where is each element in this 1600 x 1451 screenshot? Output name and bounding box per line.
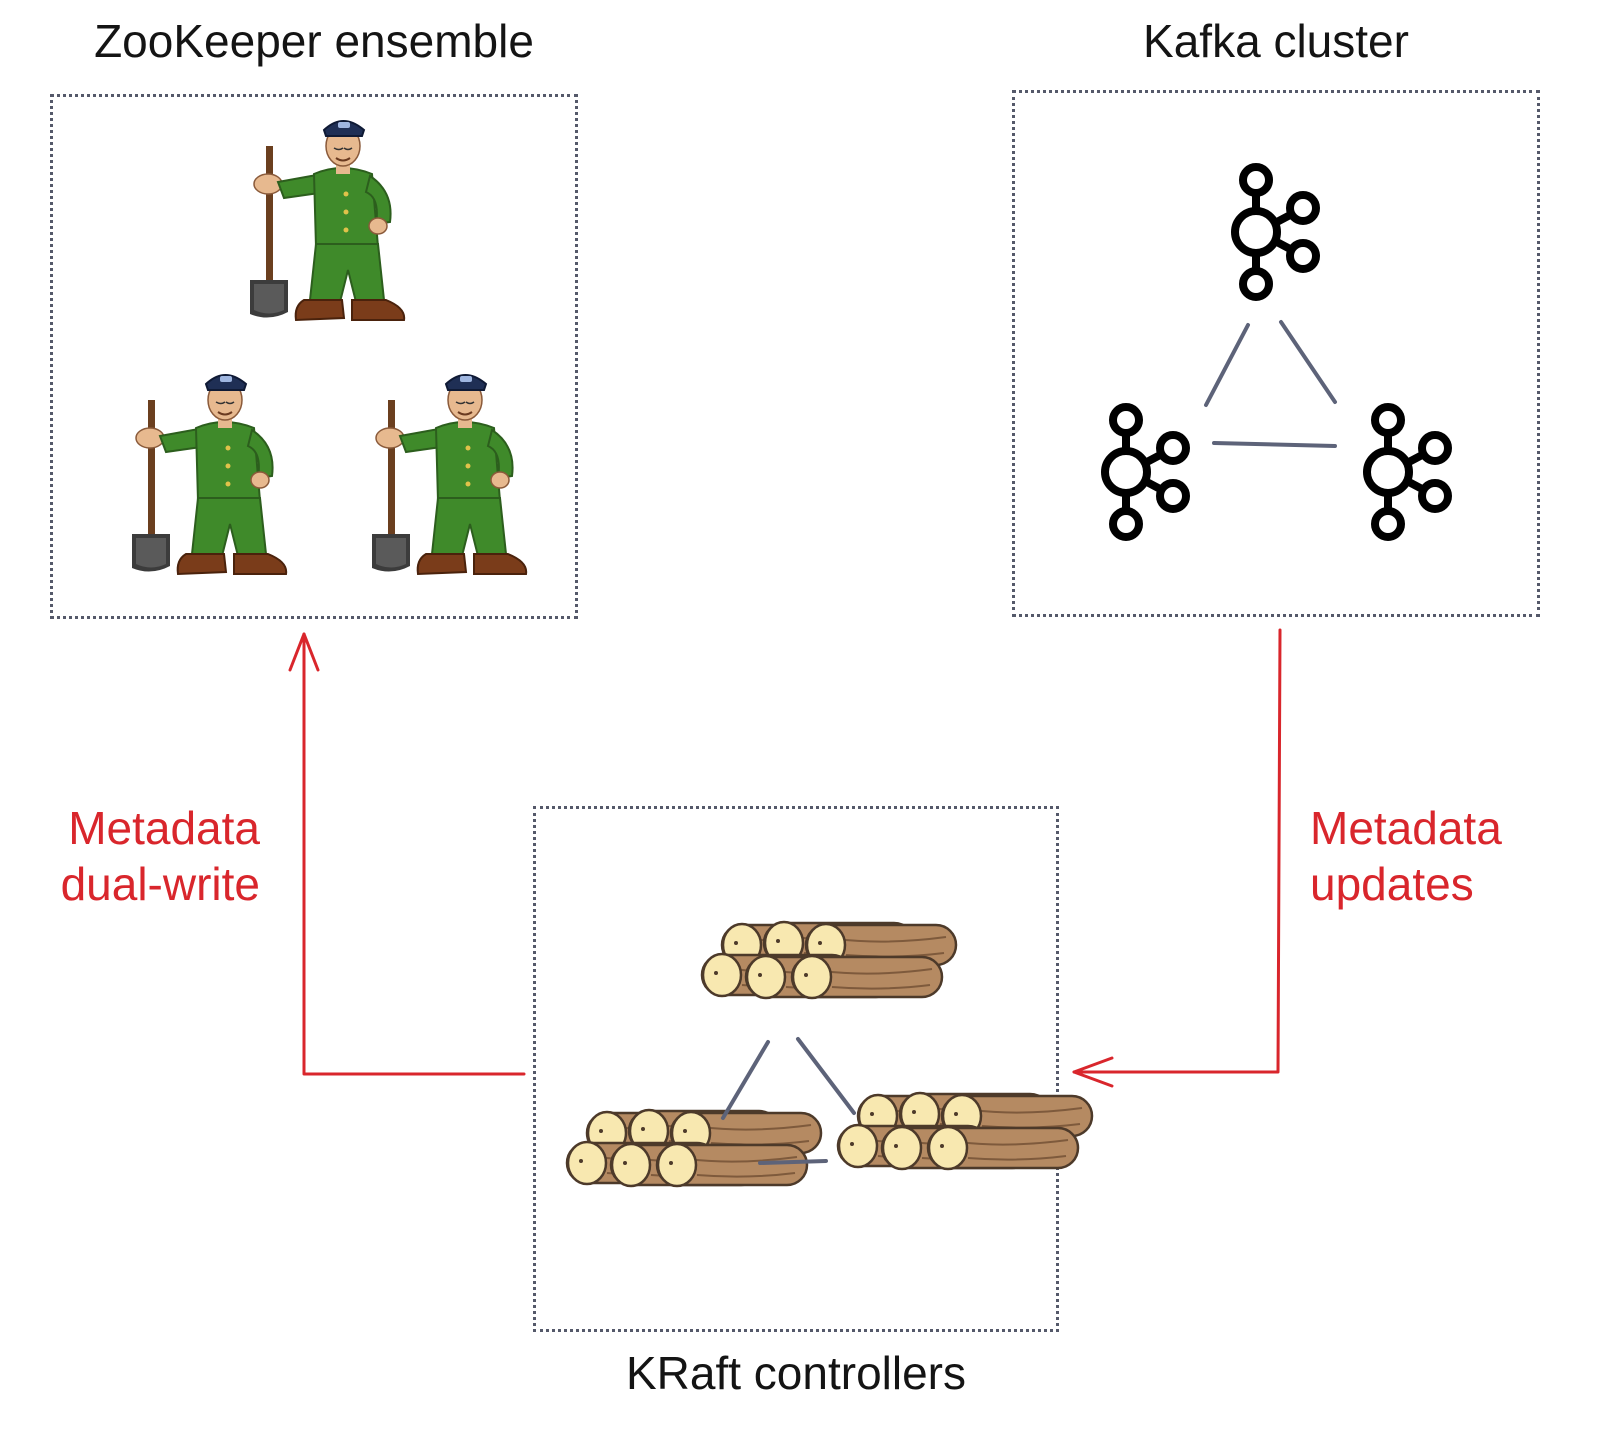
kafka-connectors	[1204, 320, 1337, 448]
updates-arrowhead	[1072, 1056, 1114, 1088]
zookeeper-ensemble-title: ZooKeeper ensemble	[94, 15, 534, 67]
kraft-controllers-title: KRaft controllers	[625, 1347, 966, 1399]
kafka-broker-icon	[1367, 407, 1448, 537]
kafka-cluster-box	[1012, 90, 1540, 617]
dual-write-arrow	[302, 632, 526, 1076]
dual-write-label-line2: dual-write	[60, 858, 260, 910]
updates-arrow	[1072, 628, 1282, 1074]
dual-write-label: Metadata dual-write	[50, 800, 260, 912]
updates-label-line1: Metadata	[1310, 802, 1502, 854]
updates-label-line2: updates	[1310, 858, 1474, 910]
zookeeper-keeper-icon	[249, 120, 406, 321]
kraft-connectors	[721, 1037, 856, 1165]
kafka-cluster-title: Kafka cluster	[1143, 15, 1409, 67]
zookeeper-ensemble-box	[50, 94, 578, 619]
kafka-broker-icon	[1235, 167, 1316, 297]
log-pile-icon	[702, 922, 956, 998]
kafka-broker-icon	[1105, 407, 1186, 537]
log-pile-icon	[838, 1093, 1092, 1169]
zookeeper-keeper-icon	[371, 374, 528, 575]
updates-label: Metadata updates	[1310, 800, 1570, 912]
log-pile-icon	[567, 1110, 821, 1186]
dual-write-arrowhead	[288, 632, 320, 672]
zookeeper-keeper-icon	[131, 374, 288, 575]
dual-write-label-line1: Metadata	[68, 802, 260, 854]
kraft-controllers-box	[533, 806, 1059, 1332]
